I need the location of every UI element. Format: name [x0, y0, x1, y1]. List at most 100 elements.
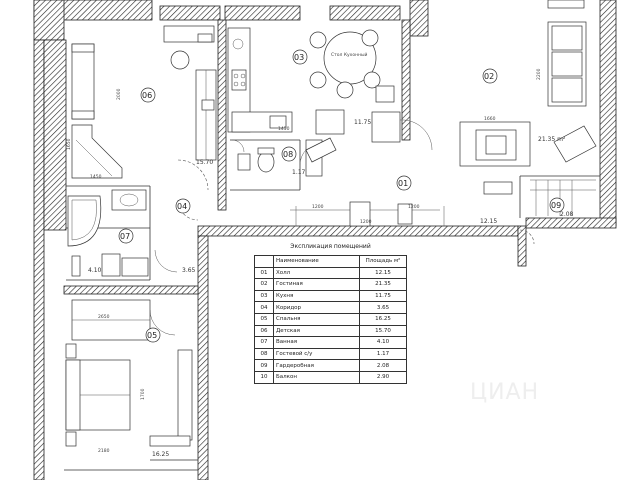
room-07-furniture: [67, 189, 149, 277]
room-03-furniture: [227, 27, 401, 143]
svg-text:3.65: 3.65: [182, 267, 196, 274]
svg-text:2650: 2650: [98, 314, 110, 320]
legend-row-name: Холл: [273, 266, 360, 280]
room-markers: 06 03 02 08 01 04 07 05 09: [118, 49, 565, 343]
walls: [33, 0, 617, 480]
svg-text:11.75: 11.75: [354, 119, 371, 126]
svg-text:09: 09: [551, 201, 561, 210]
room-06-furniture: [71, 25, 217, 179]
legend-row-number: 07: [254, 336, 274, 349]
svg-text:2.08: 2.08: [560, 211, 574, 218]
svg-text:06: 06: [142, 91, 152, 100]
legend-row-number: 01: [254, 266, 274, 280]
room-marker-01: 01: [396, 175, 412, 191]
room-01-furniture: [290, 201, 445, 227]
watermark: ЦИАН: [470, 380, 540, 405]
svg-text:2200: 2200: [536, 68, 542, 80]
svg-text:1200: 1200: [360, 219, 372, 225]
legend-row-name: Коридор: [273, 301, 360, 314]
legend-row-number: 08: [254, 347, 274, 361]
legend-row-area: 4.10: [359, 336, 407, 349]
legend-row-area: 2.90: [359, 370, 407, 384]
svg-text:07: 07: [120, 232, 130, 241]
legend-header-name: Наименование: [273, 255, 360, 268]
legend-row-number: 02: [254, 278, 274, 291]
svg-text:1700: 1700: [140, 388, 146, 400]
legend-row-name: Спальня: [273, 312, 360, 326]
svg-text:15.70: 15.70: [196, 159, 213, 166]
svg-text:2180: 2180: [98, 448, 110, 454]
legend-header-number: [254, 255, 274, 268]
svg-text:1450: 1450: [278, 126, 290, 132]
room-08-furniture: [237, 137, 337, 177]
room-marker-04: 04: [175, 198, 191, 214]
svg-text:05: 05: [147, 331, 157, 340]
svg-text:1.17: 1.17: [292, 169, 306, 176]
room-marker-05: 05: [145, 327, 161, 343]
svg-text:1450: 1450: [90, 174, 102, 180]
legend-row-name: Балкон: [273, 370, 360, 384]
legend-row-area: 16.25: [359, 312, 407, 326]
room-02-furniture: [459, 0, 597, 195]
legend-row-name: Гостиная: [273, 278, 360, 291]
legend-row-area: 12.15: [359, 266, 407, 280]
room-marker-09: 09: [549, 197, 565, 213]
legend-header-row: Наименование Площадь м²: [254, 255, 407, 268]
legend-row-number: 09: [254, 359, 274, 372]
svg-text:1200: 1200: [312, 204, 324, 210]
room-05-furniture: [65, 299, 193, 447]
svg-text:08: 08: [283, 150, 293, 159]
legend-title: Экспликация помещений: [290, 243, 371, 250]
legend-row-number: 05: [254, 312, 274, 326]
svg-text:12.15: 12.15: [480, 218, 497, 225]
svg-text:1660: 1660: [484, 116, 496, 122]
svg-text:4.10: 4.10: [88, 267, 102, 274]
legend-row-name: Ванная: [273, 336, 360, 349]
svg-text:02: 02: [484, 72, 494, 81]
svg-text:1200: 1200: [408, 204, 420, 210]
legend-row-name: Детская: [273, 324, 360, 338]
dimension-labels: 1450 1650 1660 2000 1200 1200 1200 2180 …: [66, 51, 542, 454]
svg-text:16.25: 16.25: [152, 451, 169, 458]
svg-text:2000: 2000: [116, 88, 122, 100]
doors: [149, 119, 535, 336]
legend-row-area: 3.65: [359, 301, 407, 314]
legend-row-number: 10: [254, 370, 274, 384]
legend-row-number: 04: [254, 301, 274, 314]
room-marker-02: 02: [482, 68, 498, 84]
svg-text:03: 03: [294, 53, 304, 62]
area-labels: 21.35 m² 11.75 3.65 16.25 15.70 4.10 1.1…: [88, 119, 574, 458]
svg-text:1650: 1650: [66, 138, 72, 150]
room-marker-06: 06: [140, 87, 156, 103]
legend-row-area: 15.70: [359, 324, 407, 338]
legend-row-name: Гардеробная: [273, 359, 360, 372]
room-marker-03: 03: [292, 49, 308, 65]
legend-row-number: 03: [254, 289, 274, 303]
room-marker-08: 08: [281, 146, 297, 162]
room-marker-07: 07: [118, 228, 134, 244]
svg-text:21.35 m²: 21.35 m²: [538, 136, 566, 143]
legend-row-area: 11.75: [359, 289, 407, 303]
legend-row-area: 21.35: [359, 278, 407, 291]
legend-row-name: Гостевой с/у: [273, 347, 360, 361]
legend-row-number: 06: [254, 324, 274, 338]
legend-row-area: 1.17: [359, 347, 407, 361]
svg-text:Стол Кухонный: Стол Кухонный: [331, 51, 368, 58]
legend-row-name: Кухня: [273, 289, 360, 303]
legend-row-area: 2.08: [359, 359, 407, 372]
svg-text:01: 01: [398, 179, 408, 188]
svg-text:04: 04: [177, 202, 187, 211]
legend-header-area: Площадь м²: [359, 255, 407, 268]
